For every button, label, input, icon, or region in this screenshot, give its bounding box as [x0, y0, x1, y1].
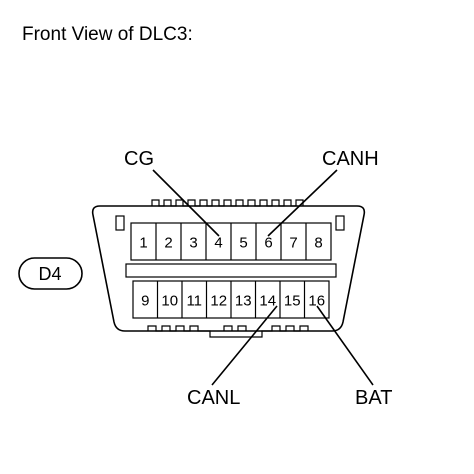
leader-bat: [316, 305, 374, 386]
pin-3: 3: [189, 235, 197, 252]
pin-7: 7: [289, 235, 297, 252]
label-canh: CANH: [322, 148, 379, 170]
connector-tag: D4: [38, 264, 61, 284]
pin-9: 9: [141, 293, 149, 310]
connector-tag-oval: [18, 257, 83, 290]
label-bat: BAT: [355, 387, 392, 409]
pin-6: 6: [264, 235, 272, 252]
diagram-title: Front View of DLC3:: [22, 24, 193, 45]
bottom-key-notch: [223, 325, 247, 331]
pin-1: 1: [139, 235, 147, 252]
divider-bar: [125, 263, 337, 278]
leader-cg: [152, 169, 220, 237]
bottom-serration: [147, 325, 309, 338]
pin-4: 4: [214, 235, 222, 252]
label-cg: CG: [124, 148, 154, 170]
slot-left: [115, 215, 125, 231]
label-canl: CANL: [187, 387, 240, 409]
pin-16: 16: [308, 293, 325, 310]
pin-11: 11: [186, 293, 202, 310]
pin-8: 8: [314, 235, 322, 252]
pin-15: 15: [284, 293, 301, 310]
pins-bottom: 9 10 11 12 13 14 15 16: [141, 281, 325, 318]
pin-2: 2: [164, 235, 172, 252]
pin-10: 10: [161, 293, 178, 310]
pin-12: 12: [210, 293, 227, 310]
slot-right: [335, 215, 345, 231]
leader-canl: [211, 305, 278, 386]
connector-body: [91, 205, 366, 332]
pin-14: 14: [259, 293, 276, 310]
top-serration: [151, 199, 304, 207]
pin-13: 13: [235, 293, 252, 310]
pin-5: 5: [239, 235, 247, 252]
